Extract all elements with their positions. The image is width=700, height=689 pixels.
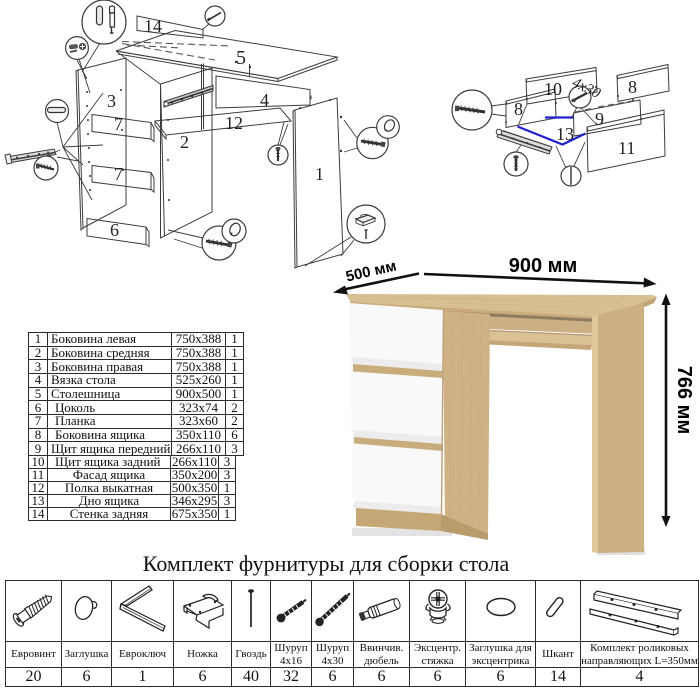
svg-text:900 мм: 900 мм (509, 255, 578, 277)
svg-text:3: 3 (107, 91, 116, 111)
svg-text:7: 7 (114, 164, 123, 184)
svg-text:4: 4 (260, 90, 269, 110)
svg-text:12: 12 (225, 113, 243, 133)
svg-text:10: 10 (544, 79, 562, 99)
svg-text:8: 8 (514, 99, 523, 119)
svg-text:500 мм: 500 мм (344, 257, 398, 285)
svg-text:11: 11 (618, 138, 635, 158)
svg-text:766 мм: 766 мм (673, 366, 695, 435)
svg-text:7: 7 (114, 114, 123, 134)
svg-text:8: 8 (628, 77, 637, 97)
svg-text:6: 6 (110, 220, 119, 240)
svg-text:5: 5 (236, 47, 246, 69)
svg-text:13: 13 (556, 124, 574, 144)
svg-text:1: 1 (315, 164, 324, 184)
svg-text:14: 14 (144, 16, 162, 36)
svg-text:2: 2 (180, 132, 189, 152)
svg-text:9: 9 (595, 109, 604, 129)
